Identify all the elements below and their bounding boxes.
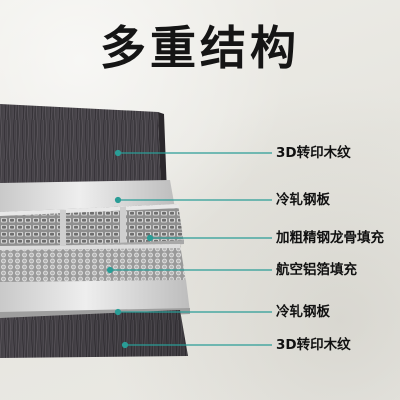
- wood-layer-bottom: [0, 310, 188, 358]
- leader-dot-5: [114, 308, 122, 316]
- layer-label-5: 冷轧钢板: [276, 304, 330, 320]
- leader-lines: [106, 149, 272, 349]
- leader-dot-2: [114, 196, 122, 204]
- leader-dot-3: [146, 234, 154, 242]
- diagram-title: 多重结构: [100, 21, 300, 75]
- layer-label-2: 冷轧钢板: [276, 192, 330, 208]
- aluminum-honeycomb-layer: [0, 244, 186, 286]
- leader-dot-4: [106, 266, 114, 274]
- leader-dot-1: [114, 149, 122, 157]
- leader-dot-6: [121, 341, 129, 349]
- layer-label-3: 加粗精钢龙骨填充: [276, 230, 384, 246]
- layer-label-4: 航空铝箔填充: [276, 262, 357, 278]
- steel-keel-layer: [0, 204, 184, 252]
- layer-label-6: 3D转印木纹: [276, 337, 351, 353]
- layer-label-1: 3D转印木纹: [276, 145, 351, 161]
